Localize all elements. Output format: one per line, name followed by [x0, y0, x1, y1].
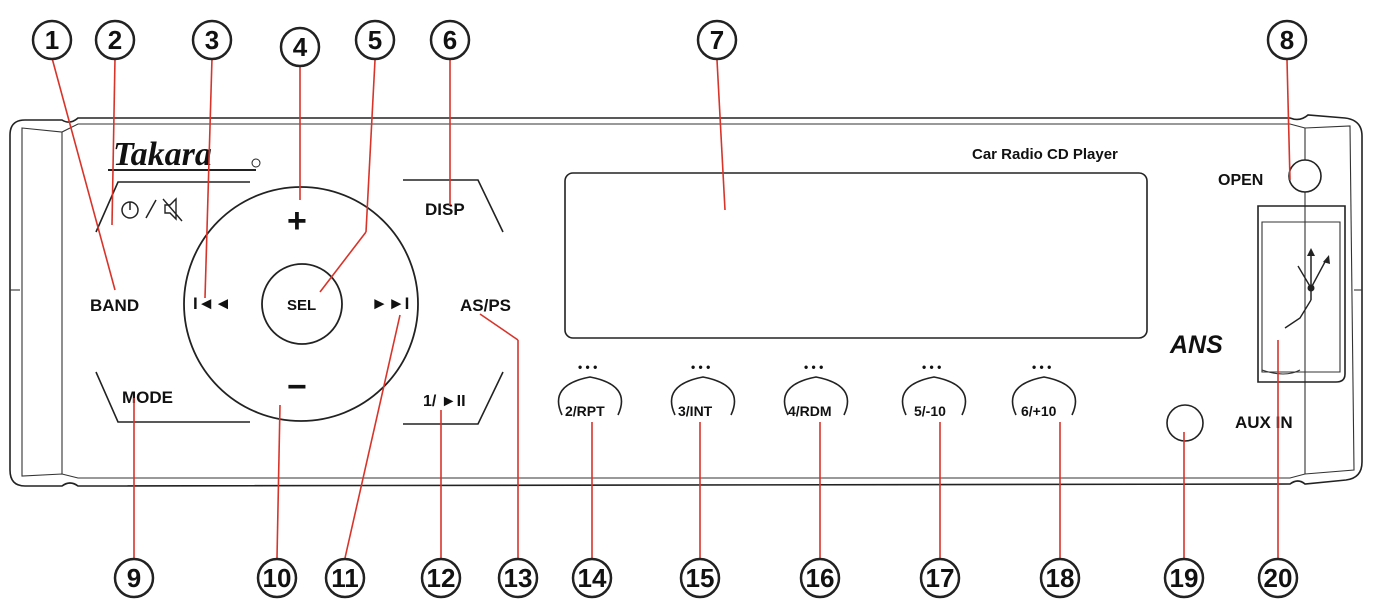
- svg-text:5: 5: [368, 25, 382, 55]
- svg-text:9: 9: [127, 563, 141, 593]
- preset-button-3[interactable]: • • • 3/INT: [670, 360, 736, 419]
- preset-3-label: 3/INT: [678, 403, 713, 419]
- svg-text:14: 14: [578, 563, 607, 593]
- usb-port[interactable]: [1257, 205, 1346, 383]
- preset-6-label: 6/+10: [1021, 403, 1057, 419]
- volume-up-button[interactable]: +: [287, 202, 307, 240]
- sel-label: SEL: [287, 297, 316, 314]
- svg-text:• • •: • • •: [1032, 360, 1051, 374]
- svg-text:20: 20: [1264, 563, 1293, 593]
- mode-button[interactable]: MODE: [95, 371, 250, 423]
- product-label: Car Radio CD Player: [972, 146, 1118, 163]
- previous-track-button[interactable]: I◄◄: [193, 294, 231, 313]
- callout-7: 7: [696, 19, 738, 61]
- svg-text:11: 11: [331, 563, 359, 593]
- callout-13: 13: [497, 557, 539, 599]
- svg-text:• • •: • • •: [691, 360, 710, 374]
- band-button[interactable]: BAND: [90, 296, 139, 315]
- volume-down-button[interactable]: −: [287, 368, 307, 406]
- svg-text:18: 18: [1046, 563, 1075, 593]
- power-mute-icon: [121, 197, 183, 222]
- callout-19: 19: [1163, 557, 1205, 599]
- callout-8: 8: [1266, 19, 1308, 61]
- callout-4: 4: [279, 26, 321, 68]
- disp-button[interactable]: DISP: [403, 179, 504, 233]
- svg-text:15: 15: [686, 563, 715, 593]
- disp-label: DISP: [425, 200, 465, 219]
- as-ps-button[interactable]: AS/PS: [460, 296, 511, 315]
- callout-10: 10: [256, 557, 298, 599]
- callout-2: 2: [94, 19, 136, 61]
- svg-text:1: 1: [45, 25, 59, 55]
- svg-text:10: 10: [263, 563, 292, 593]
- svg-text:12: 12: [427, 563, 456, 593]
- callout-11: 11: [324, 557, 366, 599]
- open-label: OPEN: [1218, 172, 1263, 189]
- callout-18: 18: [1039, 557, 1081, 599]
- svg-text:• • •: • • •: [804, 360, 823, 374]
- svg-text:16: 16: [806, 563, 835, 593]
- svg-text:13: 13: [504, 563, 533, 593]
- callout-9: 9: [113, 557, 155, 599]
- svg-text:7: 7: [710, 25, 724, 55]
- preset-5-label: 5/-10: [914, 403, 946, 419]
- play-pause-label: 1/ ►II: [423, 393, 466, 410]
- play-pause-button[interactable]: 1/ ►II: [403, 371, 504, 425]
- callout-12: 12: [420, 557, 462, 599]
- preset-2-label: 2/RPT: [565, 403, 605, 419]
- preset-buttons: • • • 2/RPT • • • 3/INT • • • 4/RDM • • …: [557, 360, 1077, 419]
- callout-20: 20: [1257, 557, 1299, 599]
- aux-in-label: AUX IN: [1235, 413, 1293, 432]
- svg-text:17: 17: [926, 563, 955, 593]
- svg-text:19: 19: [1170, 563, 1199, 593]
- svg-text:2: 2: [108, 25, 122, 55]
- usb-icon: [1284, 248, 1330, 329]
- leader-lines: [51, 57, 1291, 559]
- open-button[interactable]: [1288, 159, 1322, 193]
- svg-text:• • •: • • •: [578, 360, 597, 374]
- mode-label: MODE: [122, 388, 173, 407]
- callout-14: 14: [571, 557, 613, 599]
- preset-4-label: 4/RDM: [788, 403, 832, 419]
- svg-text:3: 3: [205, 25, 219, 55]
- callout-5: 5: [354, 19, 396, 61]
- next-track-button[interactable]: ►►I: [371, 294, 409, 313]
- callout-3: 3: [191, 19, 233, 61]
- callout-6: 6: [429, 19, 471, 61]
- svg-text:4: 4: [293, 32, 308, 62]
- callout-15: 15: [679, 557, 721, 599]
- sel-button[interactable]: SEL: [261, 263, 343, 345]
- ans-logo: ANS: [1169, 331, 1223, 359]
- brand-text: Takara: [113, 136, 212, 173]
- svg-text:6: 6: [443, 25, 457, 55]
- preset-button-5[interactable]: • • • 5/-10: [901, 360, 967, 419]
- preset-button-6[interactable]: • • • 6/+10: [1011, 360, 1077, 419]
- svg-text:• • •: • • •: [922, 360, 941, 374]
- takara-logo: Takara: [108, 136, 261, 173]
- control-ring[interactable]: + − I◄◄ ►►I: [183, 186, 419, 422]
- callout-numbers: 1 2 3 4 5 6 7 8: [31, 19, 1308, 599]
- callout-16: 16: [799, 557, 841, 599]
- callout-17: 17: [919, 557, 961, 599]
- preset-button-2[interactable]: • • • 2/RPT: [557, 360, 623, 419]
- callout-1: 1: [31, 19, 73, 61]
- aux-in-jack[interactable]: [1166, 404, 1204, 442]
- power-mute-button[interactable]: [95, 181, 250, 233]
- preset-button-4[interactable]: • • • 4/RDM: [783, 360, 849, 419]
- lcd-display: [564, 172, 1148, 339]
- svg-text:8: 8: [1280, 25, 1294, 55]
